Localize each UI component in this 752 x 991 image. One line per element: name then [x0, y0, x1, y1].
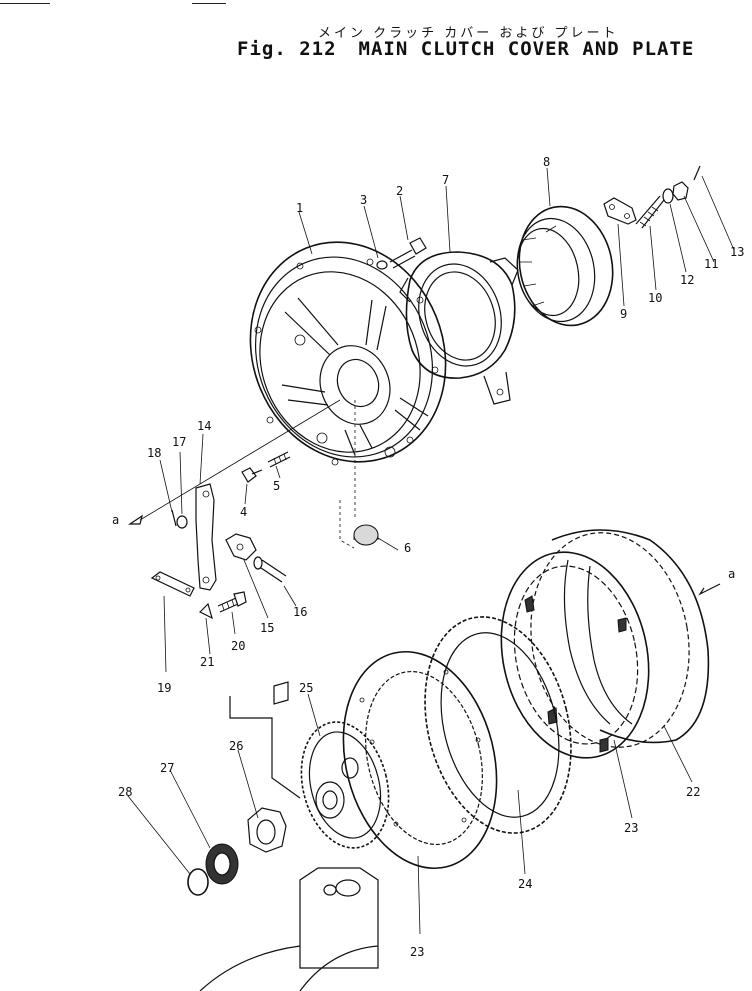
callout-21: 21	[200, 655, 214, 669]
callout-24: 24	[518, 877, 532, 891]
callout-5: 5	[273, 479, 280, 493]
part-5-bolt	[267, 451, 291, 468]
part-10-stud	[635, 195, 665, 229]
part-20-bolt	[217, 591, 247, 613]
callout-26: 26	[229, 739, 243, 753]
part-1-clutch-housing	[249, 241, 447, 466]
part-23-friction-plate-right	[500, 551, 650, 759]
part-14-lever	[195, 483, 217, 591]
callout-23-right: 23	[624, 821, 638, 835]
part-4-grease-fitting	[241, 467, 263, 483]
callout-13: 13	[730, 245, 744, 259]
callout-25: 25	[299, 681, 313, 695]
header-rule-right	[192, 3, 226, 4]
callout-18: 18	[147, 446, 161, 460]
part-28-snap-ring	[187, 868, 209, 896]
part-16-pin	[253, 556, 287, 583]
part-9-lock-plate	[603, 197, 637, 225]
part-25-hub-gear	[300, 721, 390, 849]
callout-8: 8	[543, 155, 550, 169]
callout-9: 9	[620, 307, 627, 321]
callout-10: 10	[648, 291, 662, 305]
part-2-bolt	[389, 237, 427, 269]
part-18-pin	[171, 509, 177, 527]
callout-28: 28	[118, 785, 132, 799]
callout-23-left: 23	[410, 945, 424, 959]
callout-19: 19	[157, 681, 171, 695]
callout-3: 3	[360, 193, 367, 207]
callout-11: 11	[704, 257, 718, 271]
part-15-yoke	[225, 533, 257, 561]
part-3-washer	[376, 260, 388, 270]
part-6-plug	[353, 524, 379, 546]
part-13-cotter-pin	[693, 165, 701, 181]
transmission-case-outline	[199, 681, 379, 991]
arrow-a-left	[128, 514, 143, 525]
part-22-clutch-drum	[530, 529, 710, 748]
header-rule-left	[0, 3, 50, 4]
callout-27: 27	[160, 761, 174, 775]
callout-2: 2	[396, 184, 403, 198]
callout-6: 6	[404, 541, 411, 555]
part-23-friction-plate-left	[342, 650, 498, 870]
leader-lines	[127, 167, 735, 935]
figure-title: Fig. 212 MAIN CLUTCH COVER AND PLATE	[237, 38, 694, 60]
callout-4: 4	[240, 505, 247, 519]
arrow-a-right	[698, 583, 721, 596]
callout-22: 22	[686, 785, 700, 799]
figure-title-english: MAIN CLUTCH COVER AND PLATE	[358, 38, 695, 60]
part-11-nut	[672, 181, 689, 201]
part-12-washer	[662, 188, 674, 204]
part-21-cotter	[198, 602, 213, 620]
callout-17: 17	[172, 435, 186, 449]
part-24-steel-plate	[424, 616, 572, 834]
part-19-link	[150, 571, 195, 597]
reference-line-a-left	[139, 399, 341, 521]
callout-7: 7	[442, 173, 449, 187]
figure-number: Fig. 212	[237, 38, 337, 60]
part-7-retainer	[399, 251, 519, 405]
part-17-washer	[176, 515, 188, 529]
callout-14: 14	[197, 419, 211, 433]
part-27-seal	[205, 843, 239, 885]
callout-1: 1	[296, 201, 303, 215]
figure-title-japanese: メイン クラッチ カバー および プレート	[318, 26, 619, 41]
callout-20: 20	[231, 639, 245, 653]
callout-12: 12	[680, 273, 694, 287]
callout-16: 16	[293, 605, 307, 619]
part-8-bearing-ring	[516, 205, 614, 327]
part-26-flange	[247, 807, 287, 853]
reference-a-left: a	[112, 513, 119, 527]
reference-a-right: a	[728, 567, 735, 581]
callout-15: 15	[260, 621, 274, 635]
